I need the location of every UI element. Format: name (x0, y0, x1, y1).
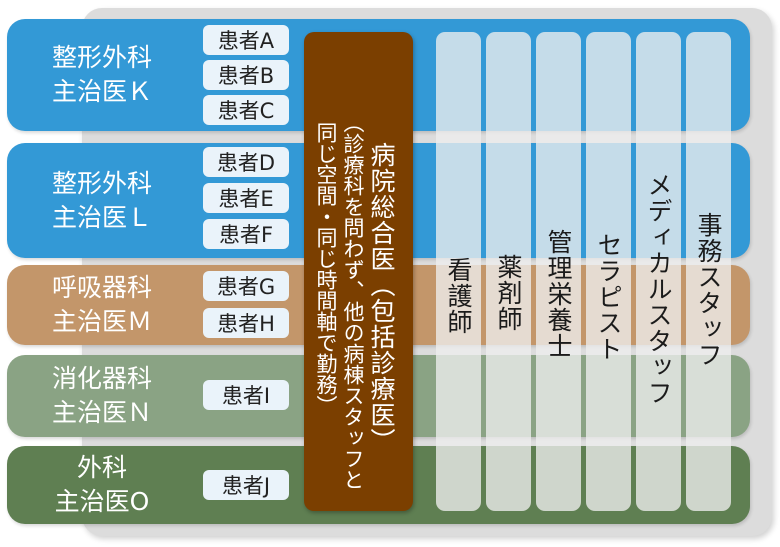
department-name: 消化器科 (51, 364, 152, 393)
patient-chip: 患者G (203, 271, 289, 301)
patient-chip: 患者C (203, 95, 289, 125)
department-label: 外科 主治医O (7, 446, 197, 524)
attending-physician: 主治医O (54, 487, 150, 516)
department-label: 消化器科 主治医Ｎ (7, 355, 197, 437)
patient-chip: 患者I (203, 380, 289, 410)
staff-column-pharmacist: 薬剤師 (486, 32, 531, 511)
general-physician-note-line1: （診療科を問わず、他の病棟スタッフと (341, 112, 365, 490)
staff-column-medical-staff: メディカルスタッフ (636, 32, 681, 511)
department-name: 外科 (76, 453, 127, 482)
staff-label: セラピスト (594, 232, 623, 362)
general-physician-box: 病院総合医（包括診療医） （診療科を問わず、他の病棟スタッフと 同じ空間・同じ時… (304, 32, 413, 511)
patient-chip: 患者A (203, 25, 289, 55)
department-name: 整形外科 (51, 43, 152, 72)
attending-physician: 主治医Ｍ (51, 307, 152, 336)
general-physician-title: 病院総合医（包括診療医） (367, 142, 396, 454)
staff-label: 看護師 (444, 257, 473, 335)
patient-chip: 患者E (203, 183, 289, 213)
attending-physician: 主治医Ｎ (51, 398, 152, 427)
staff-column-office-staff: 事務スタッフ (686, 32, 731, 511)
department-label: 整形外科 主治医Ｌ (7, 143, 197, 258)
general-physician-note-line2: 同じ空間・同じ時間軸で勤務） (314, 122, 338, 416)
department-label: 整形外科 主治医Ｋ (7, 19, 197, 131)
patient-chip: 患者F (203, 219, 289, 249)
department-label: 呼吸器科 主治医Ｍ (7, 265, 197, 345)
attending-physician: 主治医Ｌ (51, 202, 152, 232)
staff-label: 管理栄養士 (544, 229, 573, 359)
patient-chip: 患者B (203, 60, 289, 90)
department-name: 呼吸器科 (51, 273, 152, 302)
staff-label: 薬剤師 (494, 254, 523, 332)
staff-column-nurse: 看護師 (436, 32, 481, 511)
department-name: 整形外科 (51, 168, 152, 198)
staff-label: 事務スタッフ (694, 212, 723, 368)
attending-physician: 主治医Ｋ (51, 77, 152, 106)
staff-column-dietitian: 管理栄養士 (536, 32, 581, 511)
patient-chip: 患者D (203, 147, 289, 177)
staff-column-therapist: セラピスト (586, 32, 631, 511)
staff-label: メディカルスタッフ (644, 172, 673, 406)
patient-chip: 患者H (203, 308, 289, 338)
patient-chip: 患者J (203, 470, 289, 500)
